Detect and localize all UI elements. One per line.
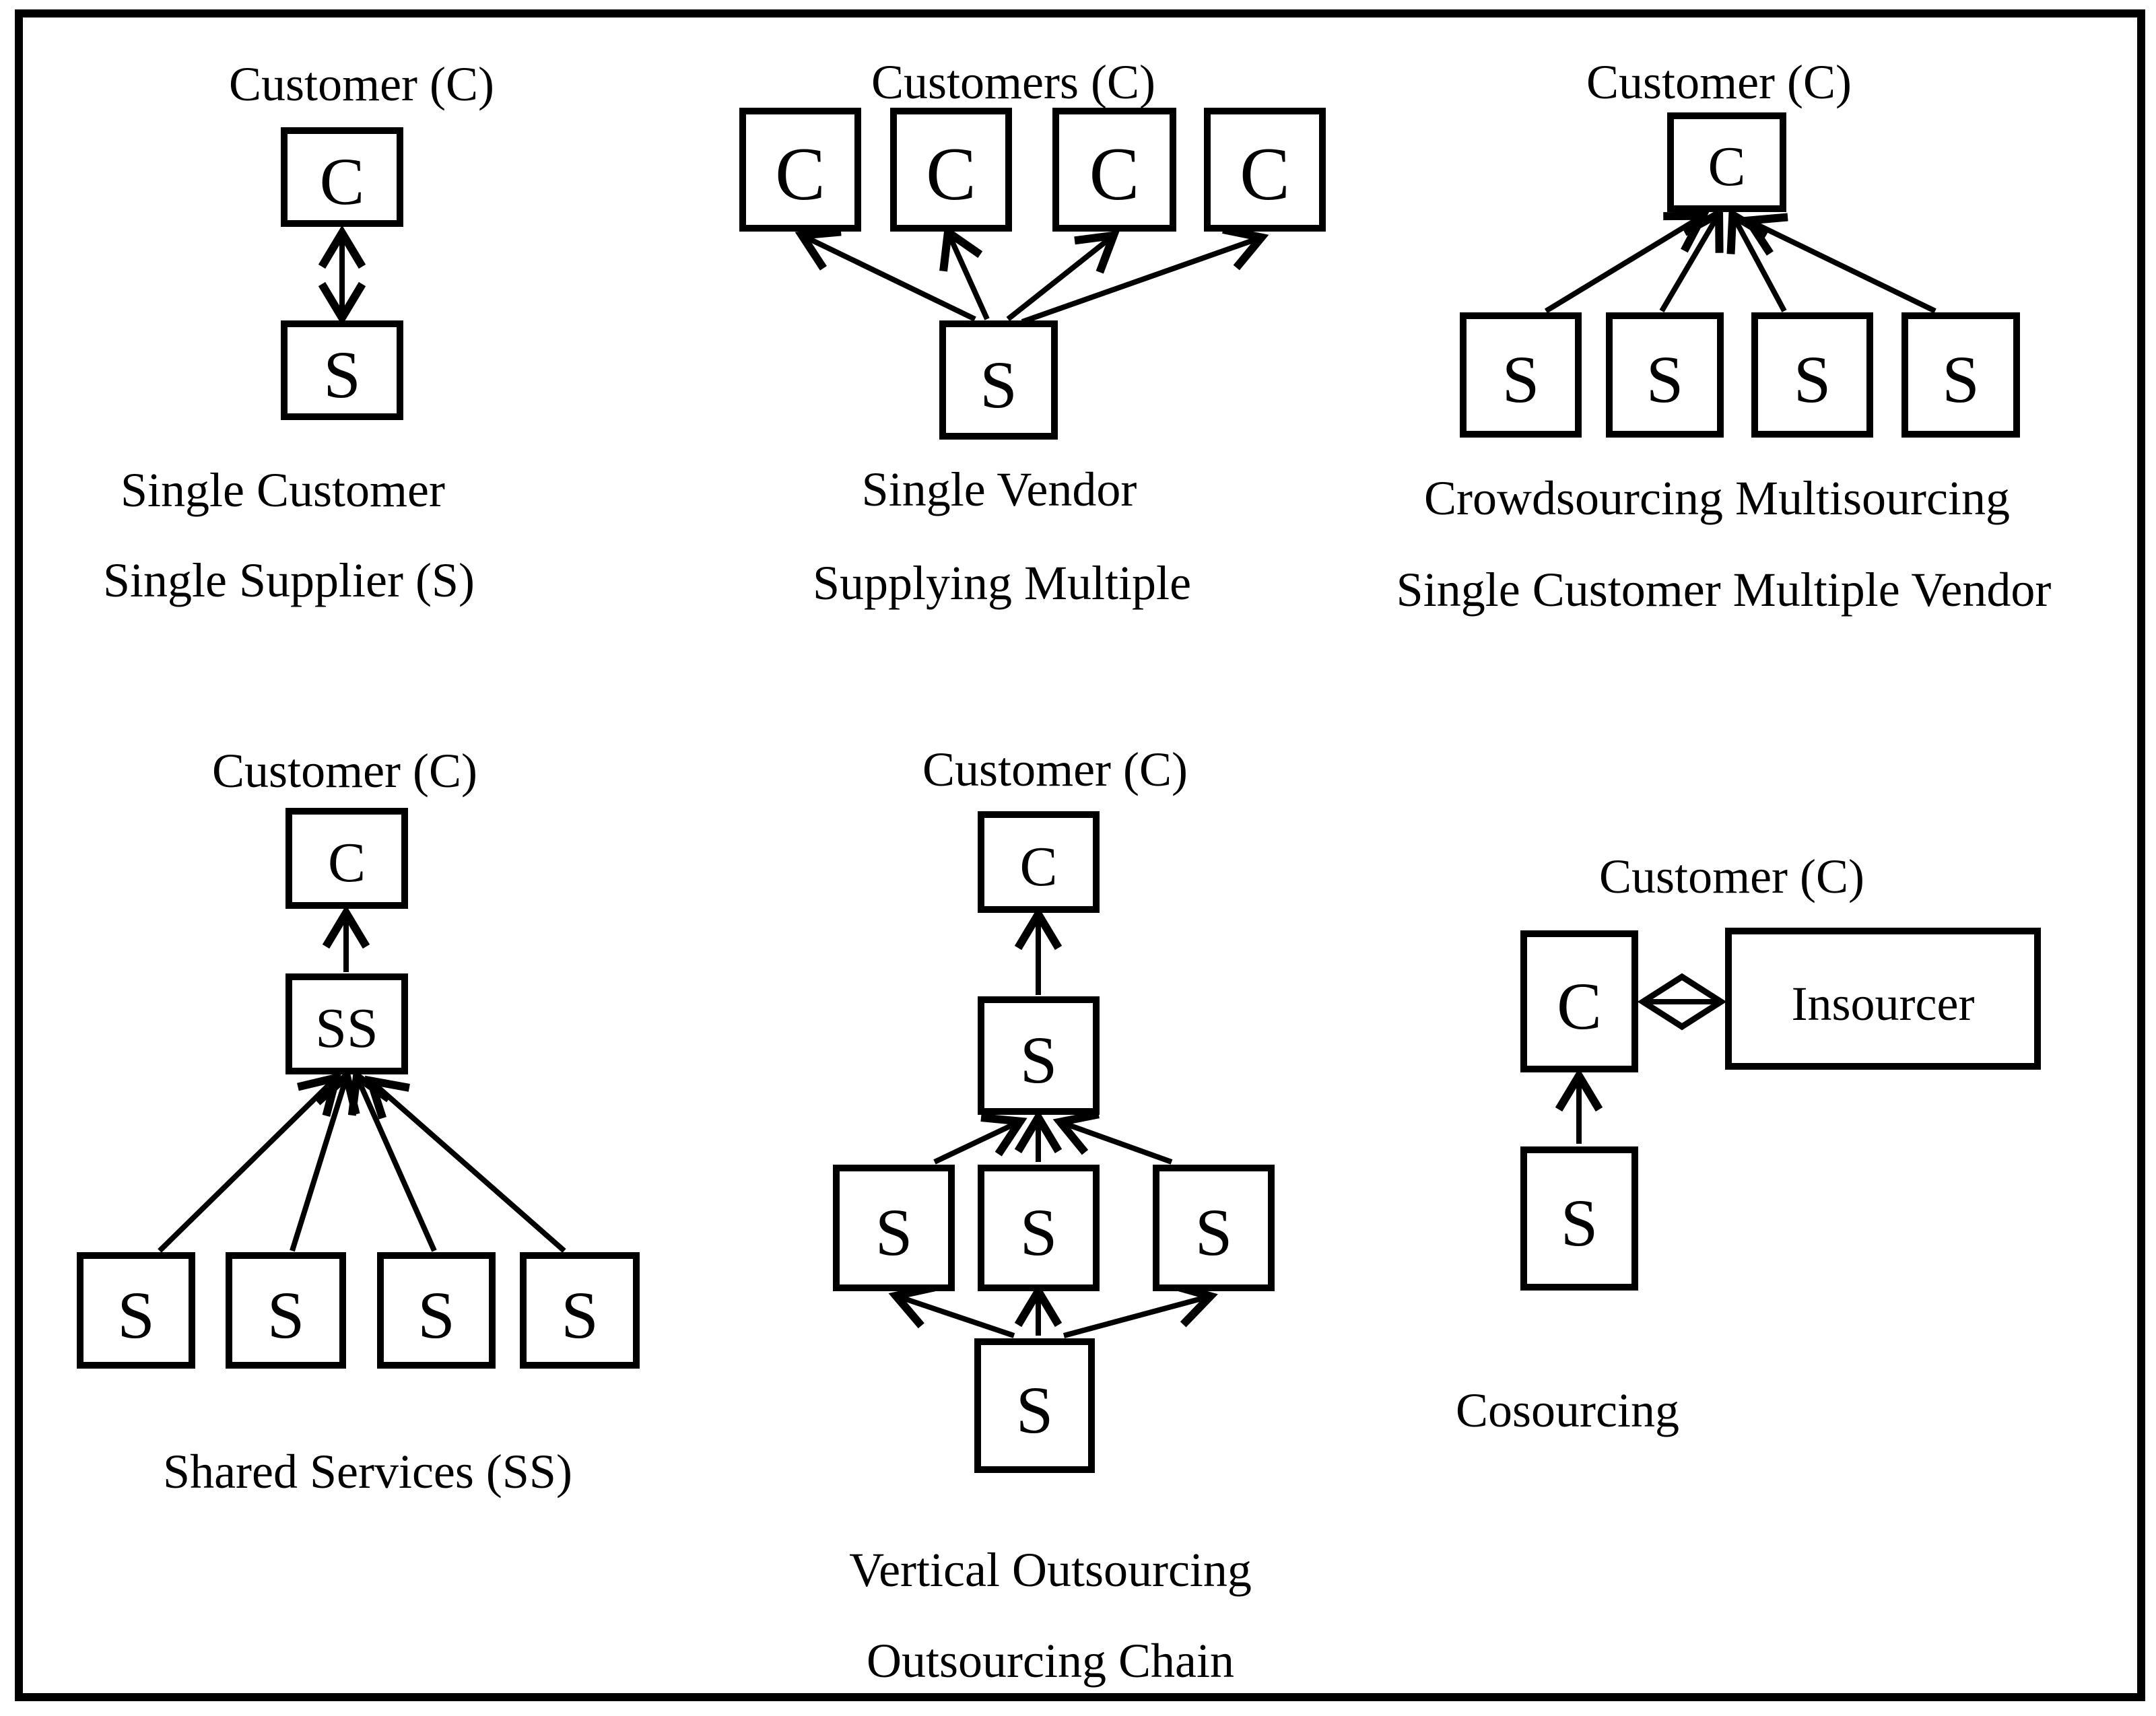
panel4-supplier-letter-1: S bbox=[117, 1277, 155, 1352]
panel5-tier2-supplier-letter-2: S bbox=[1019, 1195, 1058, 1270]
panel3-supplier-box-2: S bbox=[1606, 312, 1724, 438]
panel2-customer-letter-4: C bbox=[1240, 133, 1290, 216]
panel3-supplier-letter-4: S bbox=[1942, 342, 1980, 417]
panel5-tier2-supplier-letter-1: S bbox=[875, 1195, 913, 1270]
arrow-tier2-left-to-tier1 bbox=[933, 1113, 1028, 1165]
panel3-caption-line1: Crowdsourcing Multisourcing bbox=[1424, 471, 2010, 525]
panel3-supplier-box-4: S bbox=[1901, 312, 2020, 438]
arrow-supplier-3-to-shared-services bbox=[347, 1069, 437, 1252]
panel3-customer-box: C bbox=[1667, 112, 1786, 212]
panel4-customer-box: C bbox=[285, 808, 408, 909]
panel2-vendor-letter: S bbox=[980, 347, 1017, 422]
panel6-supplier-box: S bbox=[1520, 1146, 1638, 1291]
panel3-supplier-letter-2: S bbox=[1646, 342, 1684, 417]
arrow-supplier-4-to-shared-services bbox=[364, 1075, 566, 1254]
panel4-supplier-box-3: S bbox=[377, 1252, 496, 1369]
panel3-supplier-letter-1: S bbox=[1502, 342, 1540, 417]
panel5-customer-letter: C bbox=[1019, 835, 1058, 898]
panel1-caption-line2: Single Supplier (S) bbox=[103, 553, 475, 607]
panel4-shared-services-letters: SS bbox=[315, 997, 378, 1060]
arrow-vendor-to-customer-2 bbox=[939, 225, 990, 320]
panel3-title: Customer (C) bbox=[1586, 55, 1852, 109]
panel5-tier2-supplier-letter-3: S bbox=[1194, 1195, 1233, 1270]
panel6-customer-letter: C bbox=[1557, 968, 1602, 1043]
panel1-customer-box: C bbox=[281, 127, 403, 227]
panel4-caption-line1: Shared Services (SS) bbox=[163, 1445, 572, 1499]
panel3-caption-line2: Single Customer Multiple Vendor bbox=[1396, 563, 2052, 617]
panel3-supplier-letter-3: S bbox=[1793, 342, 1831, 417]
arrow-vendor-to-customer-3 bbox=[1006, 230, 1120, 322]
arrow-supplier-1-to-customer bbox=[1544, 211, 1710, 314]
panel5-tier3-supplier-letter: S bbox=[1015, 1373, 1054, 1447]
panel4-supplier-letter-2: S bbox=[267, 1277, 305, 1352]
panel6-insourcer-label: Insourcer bbox=[1791, 976, 1975, 1031]
panel5-title: Customer (C) bbox=[922, 743, 1188, 796]
arrow-tier3-to-tier2-left bbox=[888, 1283, 1015, 1338]
panel4-title: Customer (C) bbox=[212, 744, 477, 798]
arrow-tier3-to-tier2-right bbox=[1063, 1281, 1218, 1338]
arrow-supplier-2-to-shared-services bbox=[290, 1068, 360, 1252]
panel6-customer-box: C bbox=[1520, 930, 1638, 1072]
panel4-shared-services-box: SS bbox=[285, 973, 408, 1074]
panel6-insourcer-box: Insourcer bbox=[1725, 928, 2041, 1070]
panel1-customer-letter: C bbox=[319, 144, 365, 219]
arrow-supplier-4-to-customer bbox=[1741, 213, 1936, 314]
panel2-customer-letter-3: C bbox=[1089, 133, 1140, 216]
panel2-caption-line2: Supplying Multiple bbox=[812, 556, 1192, 610]
panel6-caption-line1: Cosourcing bbox=[1456, 1383, 1679, 1437]
panel4-supplier-box-4: S bbox=[520, 1252, 640, 1369]
arrow-supplier-1-to-shared-services bbox=[158, 1072, 342, 1253]
panel1-supplier-letter: S bbox=[323, 337, 361, 412]
panel3-supplier-box-3: S bbox=[1751, 312, 1873, 438]
panel6-title: Customer (C) bbox=[1599, 850, 1864, 903]
cosourcing-diamond-connector bbox=[1637, 973, 1727, 1031]
panel2-customer-box-1: C bbox=[739, 108, 861, 232]
panel5-caption-line1: Vertical Outsourcing bbox=[849, 1543, 1252, 1597]
panel5-tier2-supplier-box-2: S bbox=[978, 1165, 1100, 1291]
panel2-customer-letter-2: C bbox=[926, 133, 976, 216]
panel1-title: Customer (C) bbox=[229, 57, 494, 111]
arrow-supplier-2-to-customer bbox=[1659, 207, 1724, 313]
arrow-vendor-to-customer-4 bbox=[1021, 226, 1269, 324]
panel5-customer-box: C bbox=[978, 811, 1100, 913]
panel5-tier1-supplier-letter: S bbox=[1019, 1023, 1058, 1097]
panel5-tier2-supplier-box-1: S bbox=[833, 1165, 955, 1291]
panel1-supplier-box: S bbox=[281, 320, 403, 420]
figure-border bbox=[15, 9, 2145, 1701]
panel2-caption-line1: Single Vendor bbox=[861, 462, 1137, 516]
panel3-supplier-box-1: S bbox=[1460, 312, 1582, 438]
panel2-vendor-box: S bbox=[939, 320, 1058, 440]
panel5-caption-line2: Outsourcing Chain bbox=[867, 1634, 1234, 1688]
panel2-customer-box-2: C bbox=[890, 108, 1012, 232]
arrow-tier2-right-to-tier1 bbox=[1052, 1110, 1173, 1165]
panel2-title: Customers (C) bbox=[871, 55, 1155, 109]
panel6-supplier-letter: S bbox=[1560, 1186, 1598, 1260]
panel2-customer-box-3: C bbox=[1052, 108, 1176, 232]
panel4-supplier-letter-3: S bbox=[417, 1277, 455, 1352]
panel5-tier2-supplier-box-3: S bbox=[1153, 1165, 1275, 1291]
panel5-tier1-supplier-box: S bbox=[978, 996, 1100, 1115]
panel3-customer-letter: C bbox=[1708, 135, 1746, 198]
panel4-supplier-box-1: S bbox=[77, 1252, 195, 1369]
panel5-tier3-supplier-box: S bbox=[974, 1338, 1095, 1473]
panel4-supplier-letter-4: S bbox=[561, 1277, 599, 1352]
panel4-supplier-box-2: S bbox=[226, 1252, 346, 1369]
panel2-customer-box-4: C bbox=[1204, 108, 1326, 232]
arrow-vendor-to-customer-1 bbox=[795, 228, 976, 322]
panel1-caption-line1: Single Customer bbox=[121, 463, 445, 517]
panel2-customer-letter-1: C bbox=[775, 133, 826, 216]
panel4-customer-letter: C bbox=[327, 831, 366, 894]
